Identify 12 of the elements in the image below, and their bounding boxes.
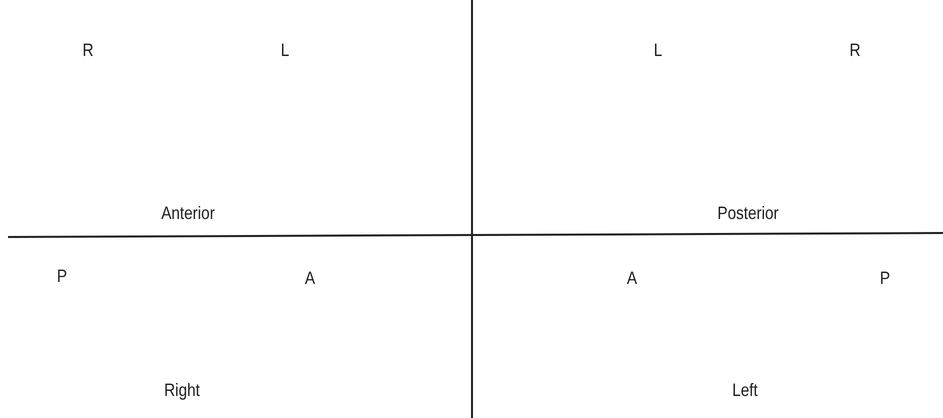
- side-letter: R: [849, 41, 861, 59]
- view-label: Anterior: [161, 204, 215, 222]
- view-label: Left: [732, 381, 758, 399]
- side-letter: A: [304, 269, 316, 287]
- side-letter: P: [56, 267, 68, 285]
- view-label: Posterior: [717, 204, 779, 222]
- side-letter: A: [626, 269, 638, 287]
- side-letter: R: [82, 41, 94, 59]
- side-letter: L: [654, 41, 662, 59]
- side-letter: L: [280, 41, 290, 59]
- view-label: Right: [164, 381, 200, 399]
- side-letter: P: [880, 269, 890, 287]
